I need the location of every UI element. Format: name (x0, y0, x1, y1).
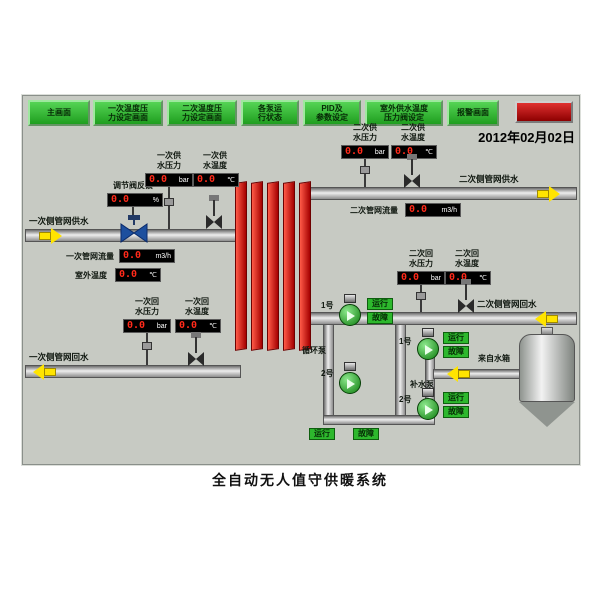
circulation-pump2-run-indicator: 运行 (309, 428, 335, 440)
flow-arrow-right-icon (39, 228, 62, 244)
circulation-pump1-run-indicator: 运行 (367, 298, 393, 310)
primary-return-pipe-label: 一次侧管网回水 (29, 352, 89, 362)
valve-feedback-display: 0.0% (107, 193, 163, 207)
exchanger-plate (283, 181, 295, 351)
makeup-pump2-fault-indicator: 故障 (443, 406, 469, 418)
flow-arrow-left-icon (535, 311, 558, 327)
exchanger-plate (299, 181, 311, 351)
secondary-supply-pipe-label: 二次侧管网供水 (459, 174, 519, 184)
nav-secondary-setting-button[interactable]: 二次温度压 力设定画面 (167, 100, 237, 126)
control-valve-icon (188, 332, 204, 366)
flow-arrow-left-icon (447, 366, 470, 382)
pressure-sensor-icon (164, 198, 174, 206)
flow-arrow-right-icon (537, 186, 560, 202)
primary-flow-label: 一次管网流量 (66, 252, 114, 261)
secondary-return-pipe-label: 二次侧管网回水 (477, 299, 537, 309)
pressure-sensor-icon (360, 166, 370, 174)
hmi-screen: 主画面 一次温度压 力设定画面 二次温度压 力设定画面 各泵运 行状态 PID及… (22, 95, 580, 465)
sensor-stem (168, 187, 170, 229)
primary-return-temp-label: 一次回 水温度 (185, 297, 209, 316)
makeup-pump-2[interactable] (415, 388, 441, 422)
nav-pump-status-button[interactable]: 各泵运 行状态 (241, 100, 299, 126)
water-tank-cone (519, 402, 575, 427)
outdoor-temp-label: 室外温度 (75, 271, 107, 280)
makeup-pump-group-label: 补水泵 (410, 380, 434, 389)
circulation-pump1-fault-indicator: 故障 (367, 312, 393, 324)
secondary-supply-temp-label: 二次供 水温度 (401, 123, 425, 142)
from-tank-label: 来自水箱 (478, 354, 510, 363)
makeup-pump1-fault-indicator: 故障 (443, 346, 469, 358)
primary-supply-pipe-label: 一次侧管网供水 (29, 216, 89, 226)
control-valve-icon (458, 279, 474, 313)
primary-supply-temp-label: 一次供 水温度 (203, 151, 227, 170)
exchanger-plate (267, 181, 279, 351)
makeup-pump2-tag: 2号 (399, 395, 412, 404)
pressure-sensor-icon (416, 292, 426, 300)
nav-alarm-screen-button[interactable]: 报警画面 (447, 100, 499, 126)
circulation-pump2-tag: 2号 (321, 369, 334, 378)
secondary-return-temp-label: 二次回 水温度 (455, 249, 479, 268)
exchanger-plate (251, 181, 263, 351)
secondary-flow-label: 二次管网流量 (350, 206, 398, 215)
nav-pid-setting-button[interactable]: PID及 参数设定 (303, 100, 361, 126)
exchanger-plate (235, 181, 247, 351)
plate-heat-exchanger (235, 176, 319, 358)
primary-return-temp-display: 0.0℃ (175, 319, 221, 333)
valve-stem (132, 207, 134, 217)
makeup-pump1-tag: 1号 (399, 337, 412, 346)
control-valve-icon (404, 154, 420, 188)
primary-return-pipe (25, 365, 241, 378)
valve-feedback-label: 调节阀反馈 (113, 181, 153, 190)
circulation-pump1-tag: 1号 (321, 301, 334, 310)
regulating-valve-icon[interactable] (119, 215, 149, 244)
circulation-pump2-fault-indicator: 故障 (353, 428, 379, 440)
date-display: 2012年02月02日 (478, 130, 575, 145)
nav-outdoor-setting-button[interactable]: 室外供水温度 压力阀设定 (365, 100, 443, 126)
nav-main-screen-button[interactable]: 主画面 (28, 100, 90, 126)
circulation-pump-2[interactable] (337, 362, 363, 396)
primary-supply-pressure-label: 一次供 水压力 (157, 151, 181, 170)
flow-arrow-left-icon (33, 364, 56, 380)
secondary-supply-pressure-label: 二次供 水压力 (353, 123, 377, 142)
makeup-pump-1[interactable] (415, 328, 441, 362)
primary-return-pressure-label: 一次回 水压力 (135, 297, 159, 316)
circulation-pump-1[interactable] (337, 294, 363, 328)
primary-supply-temp-display: 0.0℃ (193, 173, 239, 187)
alarm-indicator-button[interactable] (515, 101, 573, 123)
outdoor-temp-display: 0.0℃ (115, 268, 161, 282)
makeup-pump2-run-indicator: 运行 (443, 392, 469, 404)
control-valve-icon (206, 195, 222, 229)
water-tank (519, 334, 575, 402)
nav-primary-setting-button[interactable]: 一次温度压 力设定画面 (93, 100, 163, 126)
circulation-loop-bottom-pipe (323, 415, 435, 425)
circulation-pump-group-label: 循环泵 (302, 346, 326, 355)
pressure-sensor-icon (142, 342, 152, 350)
makeup-pump1-run-indicator: 运行 (443, 332, 469, 344)
secondary-return-pressure-label: 二次回 水压力 (409, 249, 433, 268)
system-title: 全自动无人值守供暖系统 (212, 472, 388, 488)
